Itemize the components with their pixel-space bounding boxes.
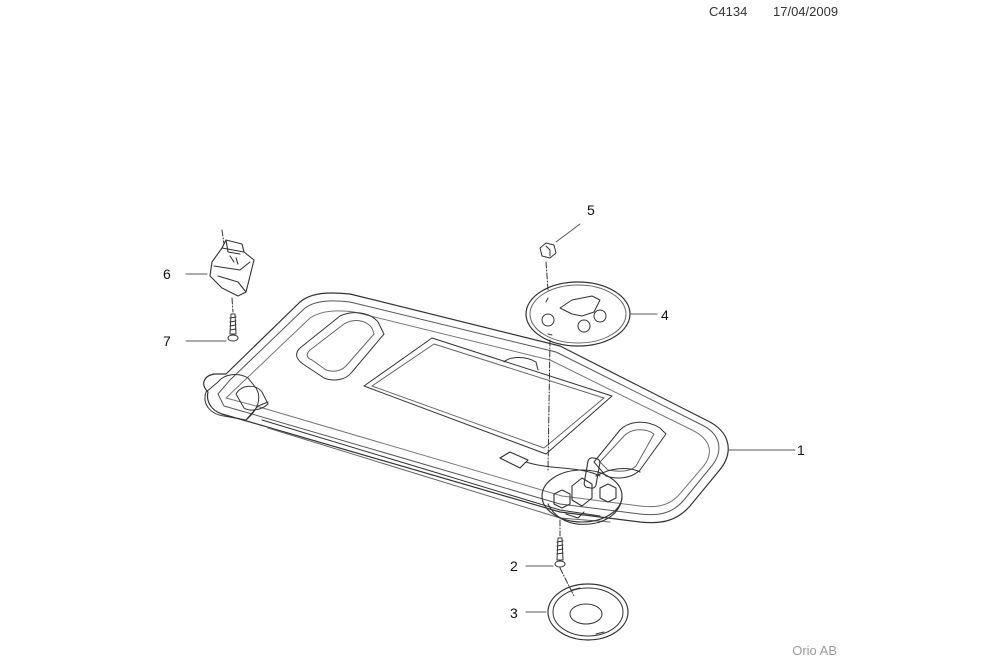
screw-7 [185,313,239,342]
callout-7: 7 [163,333,171,349]
callout-1: 1 [797,442,805,458]
callout-2: 2 [510,558,518,574]
callout-3: 3 [510,605,518,621]
callout-6: 6 [163,266,171,282]
nut-5 [539,223,581,259]
company-footer: Orio AB [792,643,837,658]
cover-disc-3 [525,583,629,641]
callout-5: 5 [587,202,595,218]
drawing-number: C4134 [709,4,748,19]
clip-holder-6 [185,239,255,297]
assembly-axes [221,229,575,597]
callout-4: 4 [661,307,669,323]
mounting-plate-4 [525,281,658,347]
sun-visor-body [203,292,796,524]
screw-2 [525,537,566,568]
pivot-mechanism [541,457,641,525]
drawing-date: 17/04/2009 [773,4,839,19]
